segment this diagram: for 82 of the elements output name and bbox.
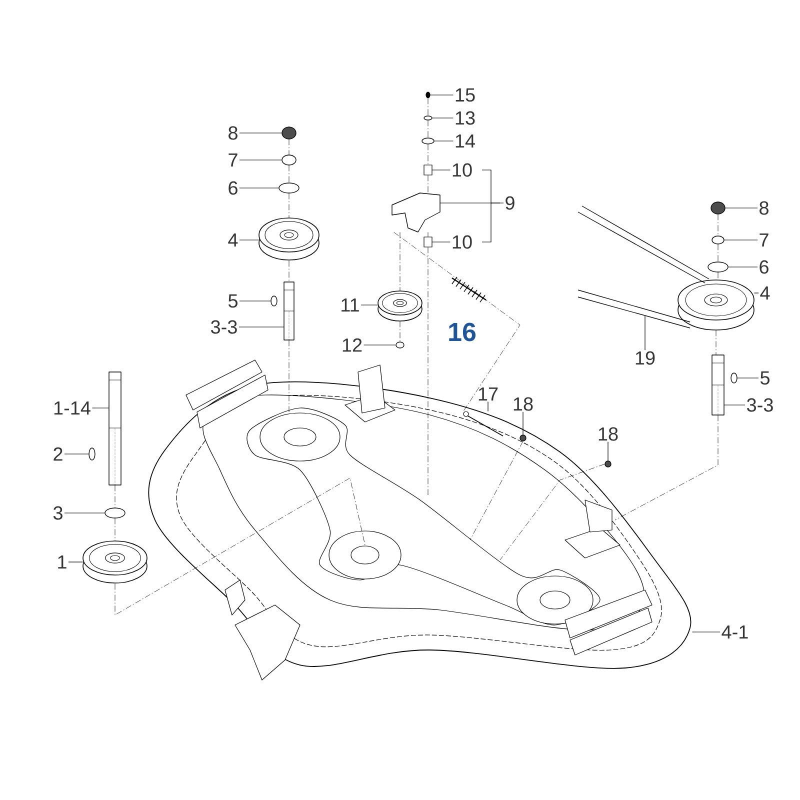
center-line bbox=[288, 139, 290, 155]
callout-number: 5 bbox=[760, 371, 770, 385]
callout-number: 7 bbox=[760, 233, 768, 247]
center-line bbox=[470, 441, 524, 540]
clip bbox=[396, 342, 404, 348]
callout-number: 7 bbox=[228, 153, 238, 167]
leader-line bbox=[728, 266, 758, 268]
center-line bbox=[394, 232, 520, 412]
leader-line bbox=[238, 326, 284, 328]
callout-number: 3-3 bbox=[747, 398, 773, 412]
callout-number: 8 bbox=[760, 201, 768, 215]
center-line bbox=[500, 464, 605, 560]
callout-number: 5 bbox=[228, 294, 238, 308]
pulley bbox=[258, 218, 320, 260]
callout-number: 12 bbox=[342, 338, 362, 352]
callout-number: 3-3 bbox=[211, 320, 237, 334]
washer bbox=[104, 508, 126, 518]
callout-number: 18 bbox=[514, 397, 533, 411]
leader-line bbox=[724, 404, 746, 406]
leader-line bbox=[644, 316, 646, 350]
callout-number: 1 bbox=[58, 555, 66, 569]
pin bbox=[426, 92, 430, 98]
leader-line bbox=[440, 202, 504, 204]
leader-line bbox=[363, 344, 396, 346]
callout-number: 15 bbox=[456, 88, 475, 102]
key-pin bbox=[270, 296, 278, 306]
key-pin bbox=[730, 372, 738, 384]
callout-number: 3 bbox=[53, 506, 62, 520]
washer bbox=[278, 182, 300, 194]
pulley bbox=[82, 540, 148, 584]
callout-number: 9 bbox=[506, 196, 514, 210]
leader-line bbox=[430, 94, 454, 96]
tension-arm bbox=[392, 192, 440, 232]
idler-pulley bbox=[378, 290, 422, 322]
leader-line bbox=[754, 292, 759, 294]
center-line bbox=[114, 518, 116, 541]
shaft bbox=[284, 282, 294, 340]
callout-number: 10 bbox=[452, 235, 472, 249]
callout-number: 18 bbox=[598, 427, 618, 441]
leader-line bbox=[434, 140, 454, 142]
leader-line bbox=[360, 304, 378, 306]
center-line bbox=[288, 193, 290, 218]
callout-number: 17 bbox=[478, 387, 498, 401]
center-line bbox=[114, 485, 116, 508]
center-line bbox=[614, 415, 718, 520]
callout-number: 19 bbox=[636, 351, 655, 365]
belt bbox=[578, 206, 710, 328]
shaft bbox=[108, 372, 122, 486]
center-line bbox=[288, 260, 290, 282]
callout-number: 8 bbox=[228, 126, 238, 140]
leader-line bbox=[522, 412, 524, 436]
ring bbox=[424, 116, 432, 120]
callout-number: 2 bbox=[54, 447, 62, 461]
callout-number: 16 bbox=[449, 322, 476, 342]
washer bbox=[708, 262, 728, 272]
callout-number: 1-14 bbox=[54, 401, 90, 415]
leader-line bbox=[239, 300, 272, 302]
center-line bbox=[288, 340, 290, 412]
bushing bbox=[424, 236, 432, 248]
callout-number: 4 bbox=[760, 286, 770, 300]
callout-number: 14 bbox=[456, 134, 475, 148]
shaft bbox=[712, 354, 724, 416]
callout-number: 6 bbox=[228, 181, 238, 195]
washer bbox=[712, 236, 724, 244]
callout-number: 6 bbox=[760, 260, 768, 274]
nut bbox=[282, 126, 296, 140]
leader-line bbox=[239, 132, 282, 134]
key-pin bbox=[88, 448, 96, 460]
callout-number: 13 bbox=[456, 111, 475, 125]
washer bbox=[282, 154, 296, 166]
leader-line bbox=[64, 512, 106, 514]
center-line bbox=[114, 478, 366, 616]
pulley bbox=[678, 280, 754, 330]
callout-number: 4-1 bbox=[722, 625, 748, 639]
nut bbox=[710, 202, 726, 214]
callout-number: 10 bbox=[452, 163, 472, 177]
center-line bbox=[288, 165, 290, 183]
nut bbox=[604, 460, 612, 468]
washer bbox=[422, 138, 434, 144]
callout-number: 11 bbox=[342, 298, 359, 312]
bushing bbox=[424, 164, 432, 176]
callout-number: 4 bbox=[228, 233, 238, 247]
